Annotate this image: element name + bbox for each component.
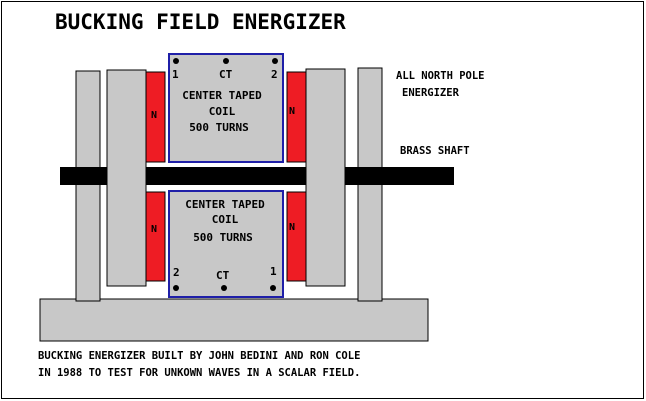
magnet-top-right-label: N: [289, 106, 295, 117]
magnet-bottom-left: [145, 191, 166, 282]
magnet-bottom-right: [286, 191, 307, 282]
base-plate: [39, 298, 429, 342]
caption-line1: BUCKING ENERGIZER BUILT BY JOHN BEDINI A…: [38, 350, 360, 362]
top-coil-terminal-1-label: 1: [172, 68, 179, 81]
bottom-coil-line1: CENTER TAPED: [185, 198, 265, 211]
bottom-coil-line2: COIL: [212, 213, 239, 226]
bottom-coil-line3: 500 TURNS: [193, 231, 253, 244]
magnet-top-left-label: N: [151, 110, 157, 121]
shaft-label: BRASS SHAFT: [400, 145, 470, 157]
bottom-coil-terminal-2-dot: [173, 285, 179, 291]
top-coil-terminal-1-dot: [173, 58, 179, 64]
energizer-label-line1: ALL NORTH POLE: [396, 70, 485, 82]
energizer-label-line2: ENERGIZER: [402, 87, 460, 99]
magnet-bottom-left-label: N: [151, 224, 157, 235]
bottom-coil-terminal-2-label: 2: [173, 266, 180, 279]
magnet-top-right: [286, 71, 307, 163]
bottom-coil-terminal-ct-dot: [221, 285, 227, 291]
bottom-coil-terminal-ct-label: CT: [216, 269, 230, 282]
left-post: [75, 70, 101, 302]
brass-shaft: [60, 167, 454, 185]
top-coil: 1 CT 2 CENTER TAPED COIL 500 TURNS: [168, 53, 284, 163]
top-coil-body: [168, 53, 284, 163]
magnet-top-left: [145, 71, 166, 163]
left-pole-plate: [106, 69, 147, 287]
caption-line2: IN 1988 TO TEST FOR UNKOWN WAVES IN A SC…: [38, 367, 360, 379]
top-coil-line1: CENTER TAPED: [182, 89, 262, 102]
bottom-coil: CENTER TAPED COIL 500 TURNS 2 CT 1: [168, 190, 284, 298]
bottom-coil-terminal-1-label: 1: [270, 265, 277, 278]
top-coil-terminal-2-label: 2: [271, 68, 278, 81]
bottom-coil-terminal-1-dot: [270, 285, 276, 291]
top-coil-terminal-ct-dot: [223, 58, 229, 64]
bottom-coil-body: [168, 190, 284, 298]
top-coil-line3: 500 TURNS: [189, 121, 249, 134]
magnet-bottom-right-label: N: [289, 222, 295, 233]
right-pole-plate: [305, 68, 346, 287]
top-coil-terminal-2-dot: [272, 58, 278, 64]
top-coil-line2: COIL: [209, 105, 236, 118]
diagram-title: BUCKING FIELD ENERGIZER: [55, 10, 346, 34]
top-coil-terminal-ct-label: CT: [219, 68, 233, 81]
